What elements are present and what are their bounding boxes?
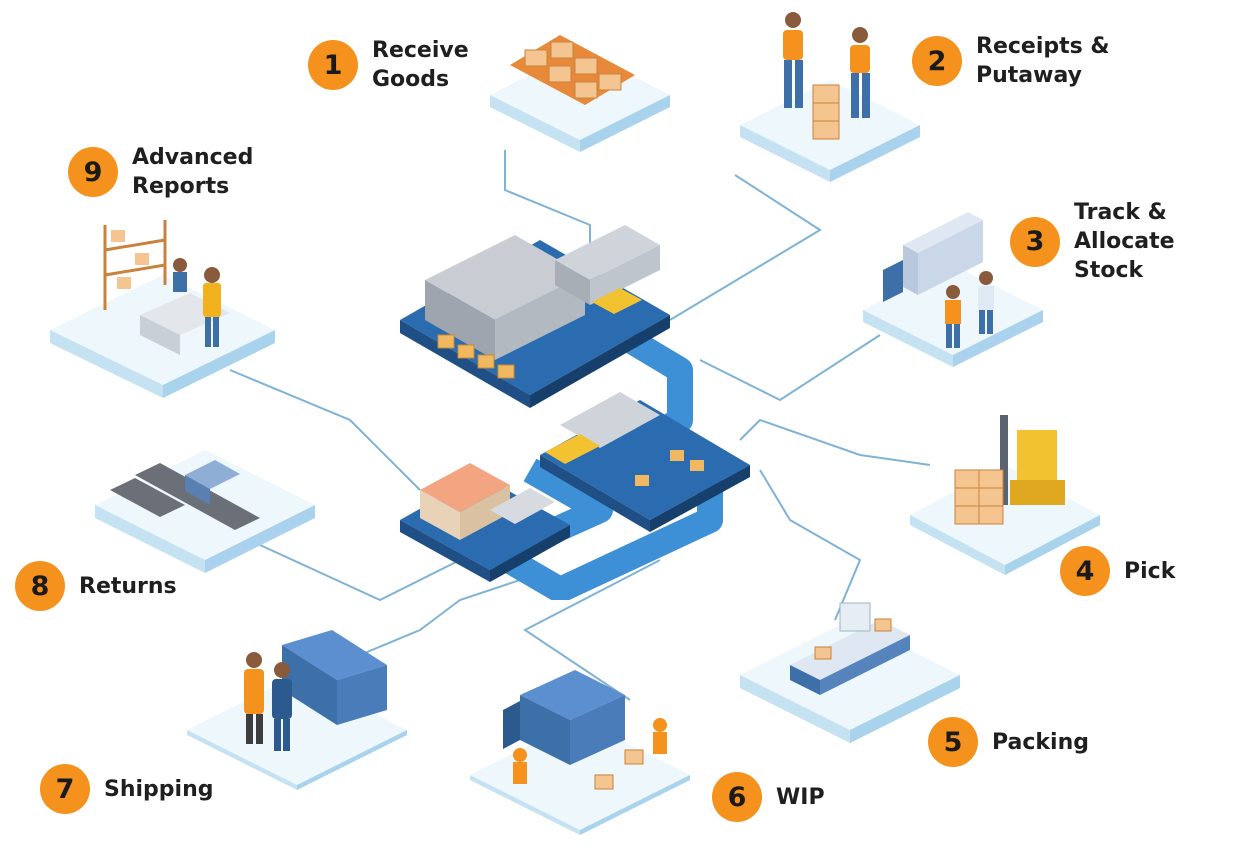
step-number-badge: 6 bbox=[712, 772, 762, 822]
delivery-van-icon bbox=[470, 670, 690, 835]
connector-track-allocate bbox=[699, 334, 881, 402]
step-label: Pick bbox=[1124, 558, 1176, 584]
step-2-receipts-putaway: 2 Receipts & Putaway bbox=[912, 32, 1110, 90]
forklift-icon bbox=[910, 415, 1100, 575]
step-5-packing: 5 Packing bbox=[928, 717, 1089, 767]
step-label: Receive Goods bbox=[372, 38, 469, 92]
tile-advanced-reports bbox=[45, 215, 280, 405]
step-number-badge: 2 bbox=[912, 36, 962, 86]
courier-van-icon bbox=[187, 630, 407, 790]
workers-with-hand-truck-icon bbox=[740, 12, 920, 182]
stacked-boxes-icon bbox=[490, 35, 670, 152]
step-9-advanced-reports: 9 Advanced Reports bbox=[68, 143, 253, 201]
tile-pick bbox=[905, 410, 1105, 575]
step-label: WIP bbox=[776, 784, 825, 810]
connector-shipping bbox=[359, 579, 521, 656]
step-label: Shipping bbox=[104, 776, 214, 802]
connector-receipts-putaway bbox=[669, 174, 822, 321]
step-label: Packing bbox=[992, 729, 1090, 755]
conveyor-packing-icon bbox=[740, 602, 960, 743]
office-desk-icon bbox=[50, 220, 275, 398]
central-warehouse-hub bbox=[380, 220, 760, 604]
step-number-badge: 1 bbox=[308, 40, 358, 90]
connector-pick bbox=[739, 418, 931, 466]
step-4-pick: 4 Pick bbox=[1060, 546, 1175, 596]
step-number-badge: 8 bbox=[15, 561, 65, 611]
returning-truck-icon bbox=[95, 450, 315, 573]
tile-packing bbox=[735, 595, 965, 755]
tile-track-allocate bbox=[858, 200, 1048, 370]
step-label: Receipts & Putaway bbox=[976, 34, 1110, 88]
connector-returns bbox=[259, 544, 471, 602]
step-6-wip: 6 WIP bbox=[712, 772, 825, 822]
tile-receive-goods bbox=[485, 20, 675, 160]
tile-shipping bbox=[182, 625, 412, 790]
step-number-badge: 7 bbox=[40, 764, 90, 814]
central-warehouse-icon bbox=[400, 225, 750, 603]
connector-packing bbox=[759, 469, 862, 621]
step-label: Advanced Reports bbox=[132, 145, 254, 199]
truck-and-workers-icon bbox=[863, 212, 1043, 367]
step-number-badge: 9 bbox=[68, 147, 118, 197]
step-number-badge: 4 bbox=[1060, 546, 1110, 596]
step-number-badge: 3 bbox=[1010, 216, 1060, 267]
step-7-shipping: 7 Shipping bbox=[40, 764, 214, 814]
tile-receipts-putaway bbox=[735, 10, 925, 185]
tile-returns bbox=[90, 430, 320, 580]
step-8-returns: 8 Returns bbox=[15, 561, 177, 611]
step-number-badge: 5 bbox=[928, 717, 978, 767]
step-3-track-allocate-stock: 3 Track & Allocate Stock bbox=[1010, 198, 1175, 285]
tile-wip bbox=[465, 665, 695, 835]
connector-wip bbox=[523, 559, 661, 701]
step-label: Track & Allocate Stock bbox=[1074, 200, 1175, 283]
step-label: Returns bbox=[79, 573, 177, 599]
connector-advanced-reports bbox=[229, 369, 421, 491]
step-1-receive-goods: 1 Receive Goods bbox=[308, 36, 469, 94]
